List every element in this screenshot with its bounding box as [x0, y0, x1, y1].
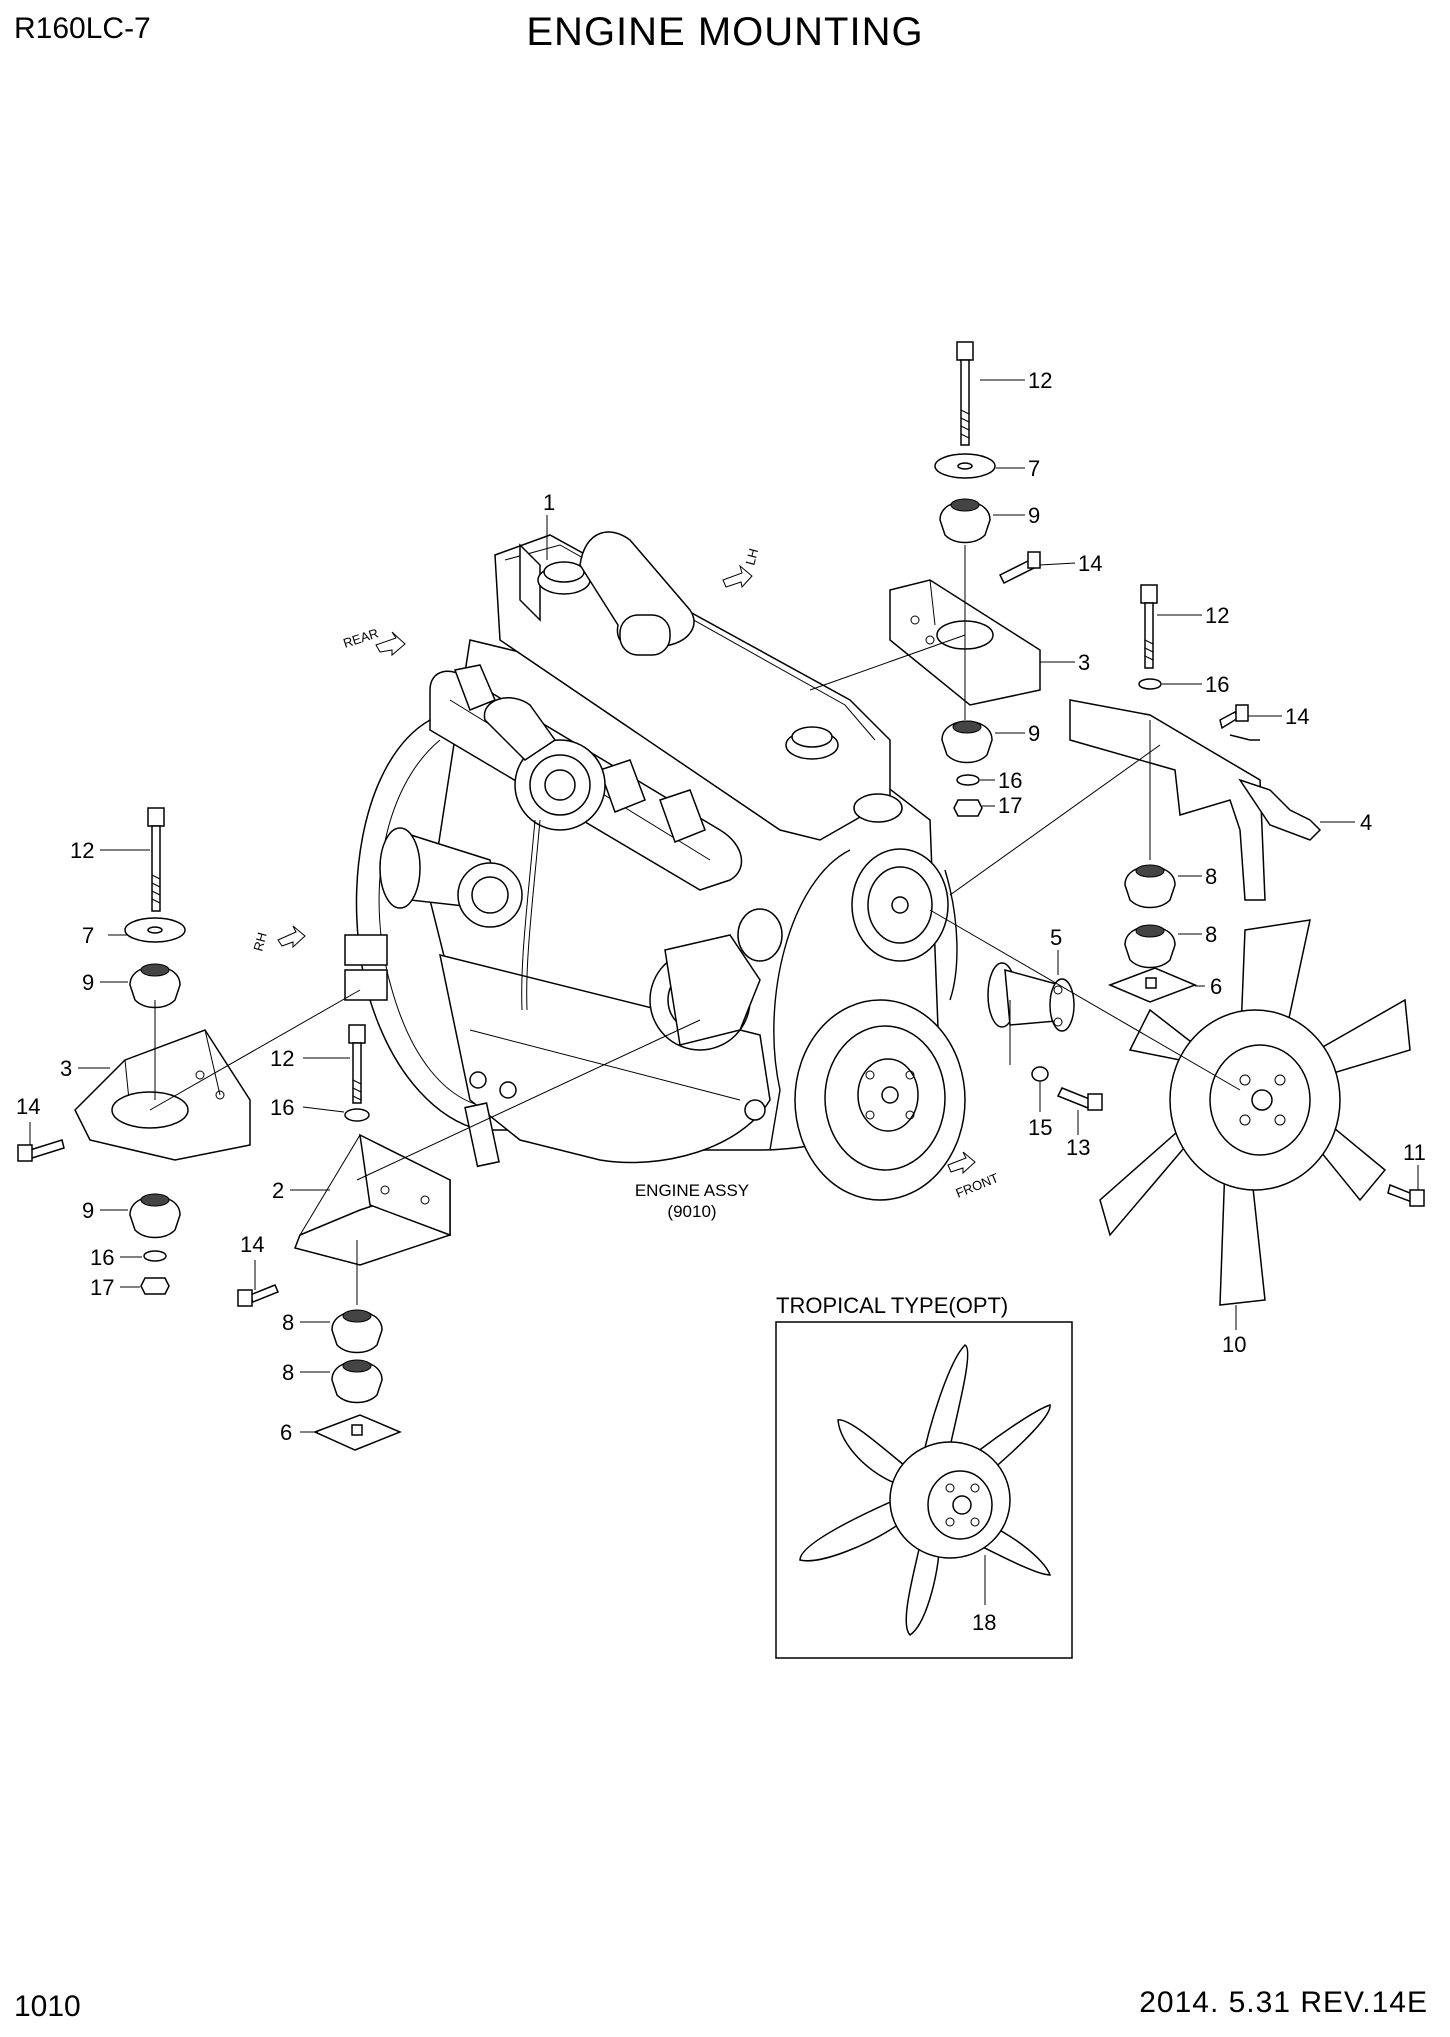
callout-3-left-rear: 3	[60, 1056, 72, 1081]
callout-numbers: 1 12 7 9 14 3 9 16 17 12 16 14 4 8 8 6 5…	[16, 368, 1426, 1445]
front-right-mount	[1069, 584, 1322, 1003]
callout-4: 4	[1360, 810, 1372, 835]
callout-16-right-rear: 16	[998, 768, 1022, 793]
callout-8-front-right-lower: 8	[1205, 922, 1217, 947]
direction-rh: RH	[250, 925, 306, 953]
callout-6-left-front: 6	[280, 1420, 292, 1445]
callout-1: 1	[543, 490, 555, 515]
engine-assy-code: (9010)	[667, 1202, 716, 1221]
option-box-title: TROPICAL TYPE(OPT)	[776, 1293, 1008, 1318]
callout-9-left-rear-upper: 9	[82, 970, 94, 995]
callout-11: 11	[1403, 1140, 1426, 1165]
right-rear-mount	[889, 341, 1041, 817]
callout-7-left-rear: 7	[82, 923, 94, 948]
callout-14-left-front: 14	[240, 1232, 264, 1257]
svg-text:REAR: REAR	[341, 625, 380, 650]
callout-6-front-right: 6	[1210, 974, 1222, 999]
callout-17-left-rear: 17	[90, 1275, 114, 1300]
callout-14-right-rear: 14	[1078, 551, 1102, 576]
callout-12-left-rear: 12	[70, 838, 94, 863]
svg-text:FRONT: FRONT	[954, 1170, 1001, 1201]
tropical-type-option-box: TROPICAL TYPE(OPT) 18	[775, 1293, 1073, 1659]
left-rear-mount	[17, 807, 251, 1295]
callout-18: 18	[972, 1610, 996, 1635]
callout-2: 2	[272, 1178, 284, 1203]
fan-spacer	[987, 962, 1103, 1111]
callout-14-left-rear: 14	[16, 1094, 40, 1119]
page-number: 1010	[14, 1990, 81, 2023]
callout-10: 10	[1222, 1332, 1246, 1357]
callout-8-left-front-upper: 8	[282, 1310, 294, 1335]
callout-7-right-rear: 7	[1028, 456, 1040, 481]
leader-lines	[29, 379, 1419, 1433]
callout-16-front-right: 16	[1205, 672, 1229, 697]
direction-front: FRONT	[947, 1151, 1001, 1201]
callout-16-left-rear: 16	[90, 1245, 114, 1270]
callout-14-front-right: 14	[1285, 704, 1309, 729]
callout-17-right-rear: 17	[998, 793, 1022, 818]
callout-8-front-right-upper: 8	[1205, 864, 1217, 889]
callout-5: 5	[1050, 925, 1062, 950]
callout-12-left-front: 12	[270, 1046, 294, 1071]
callout-12-right-rear: 12	[1028, 368, 1052, 393]
callout-16-left-front: 16	[270, 1095, 294, 1120]
revision-date: 2014. 5.31 REV.14E	[1139, 1986, 1428, 2019]
callout-3-right-rear: 3	[1078, 650, 1090, 675]
model-number: R160LC-7	[14, 12, 151, 45]
callout-9-right-rear-lower: 9	[1028, 721, 1040, 746]
svg-text:RH: RH	[250, 931, 269, 953]
callout-9-right-rear-upper: 9	[1028, 503, 1040, 528]
callout-13: 13	[1066, 1135, 1090, 1160]
callout-8-left-front-lower: 8	[282, 1360, 294, 1385]
svg-text:LH: LH	[742, 547, 761, 567]
cooling-fan	[1099, 919, 1425, 1306]
engine-assy-label: ENGINE ASSY	[635, 1181, 749, 1200]
callout-15: 15	[1028, 1115, 1052, 1140]
left-front-mount	[237, 1024, 451, 1451]
tropical-fan-icon	[799, 1344, 1052, 1636]
direction-lh: LH	[722, 547, 761, 589]
direction-rear: REAR	[341, 625, 406, 657]
callout-9-left-rear-lower: 9	[82, 1198, 94, 1223]
engine-assembly: ENGINE ASSY (9010)	[344, 531, 966, 1221]
callout-12-front-right: 12	[1205, 603, 1229, 628]
page-title: ENGINE MOUNTING	[526, 10, 924, 54]
